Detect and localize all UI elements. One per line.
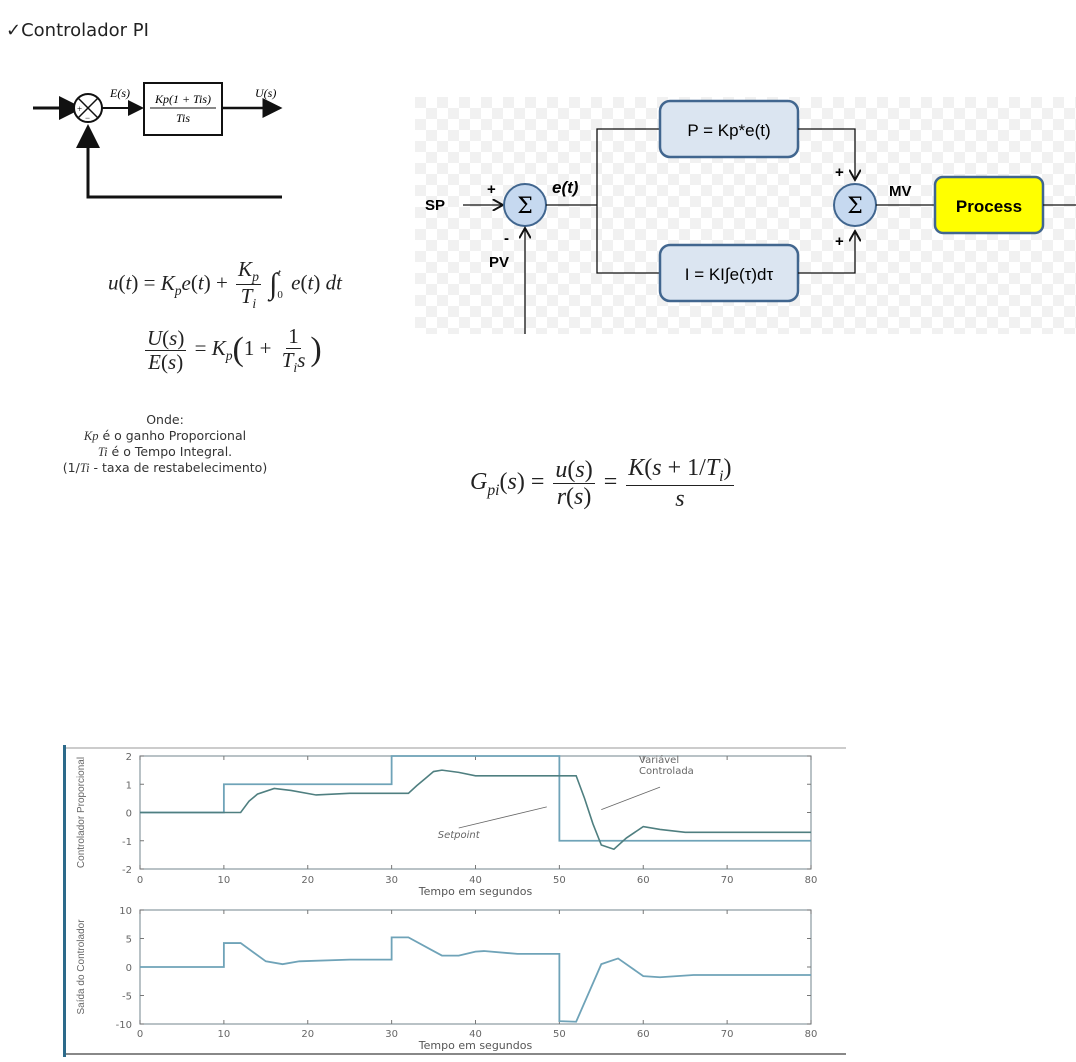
y-tick-label: -5 <box>122 992 132 1003</box>
x-tick-label: 60 <box>637 875 650 886</box>
x-axis-label: Tempo em segundos <box>418 885 533 898</box>
x-tick-label: 50 <box>553 1029 566 1040</box>
x-tick-label: 60 <box>637 1029 650 1040</box>
note-kp: Kp é o ganho Proporcional <box>83 428 247 443</box>
x-tick-label: 20 <box>301 875 314 886</box>
feedback-path <box>76 124 282 199</box>
y-axis-label: Controlador Proporcional <box>76 757 87 868</box>
i-block-label: I = KI∫e(τ)dτ <box>685 265 774 284</box>
definitions-note: Onde: Kp é o ganho Proporcional Ti é o T… <box>40 412 290 476</box>
annotation-controlled-variable: Variável <box>639 754 679 766</box>
error-label: E(s) <box>109 86 130 100</box>
x-tick-label: 80 <box>805 875 818 886</box>
y-tick-label: 10 <box>119 906 132 917</box>
pi-loop-block-diagram: + − E(s) Kp(1 + Tis) Tis U(s) <box>33 82 283 199</box>
x-tick-label: 30 <box>385 875 398 886</box>
y-tick-label: -10 <box>116 1020 132 1031</box>
y-tick-label: 1 <box>126 780 132 791</box>
x-tick-label: 40 <box>469 1029 482 1040</box>
minus-sign: - <box>504 230 509 247</box>
annotation-controlled-variable: Controlada <box>639 766 694 777</box>
x-tick-label: 0 <box>137 1029 143 1040</box>
series-line-sa-da-do-controlador <box>140 936 811 1023</box>
y-tick-label: 5 <box>126 935 132 946</box>
slide-title: ✓Controlador PI <box>6 20 149 41</box>
x-tick-label: 20 <box>301 1029 314 1040</box>
x-tick-label: 70 <box>721 1029 734 1040</box>
plus-sign: + <box>77 104 82 114</box>
minus-sign: − <box>85 113 90 123</box>
y-tick-label: -1 <box>122 837 132 848</box>
x-axis-label: Tempo em segundos <box>418 1039 533 1052</box>
x-tick-label: 70 <box>721 875 734 886</box>
tf-denominator: Tis <box>176 111 190 125</box>
gpi-equation: Gpi(s) = u(s)r(s) = K(s + 1/Ti)s <box>470 455 734 512</box>
transfer-function-block <box>143 82 223 136</box>
annotation-arrow <box>458 806 547 829</box>
series-line-setpoint <box>140 755 811 842</box>
title-text: Controlador PI <box>21 20 149 41</box>
series-line-vari-vel-controlada <box>140 769 811 851</box>
x-tick-label: 40 <box>469 875 482 886</box>
plus-sign-i: + <box>835 233 844 250</box>
y-axis-label: Saída do Controlador <box>76 919 87 1015</box>
sigma-icon: Σ <box>517 194 533 219</box>
sigma-icon: Σ <box>847 194 863 219</box>
y-tick-label: 0 <box>126 963 132 974</box>
x-tick-label: 80 <box>805 1029 818 1040</box>
p-block-label: P = Kp*e(t) <box>687 121 770 140</box>
x-tick-label: 0 <box>137 875 143 886</box>
pi-parallel-diagram: SP + Σ - PV e(t) P = Kp*e(t) I = KI∫e(τ)… <box>415 97 1076 334</box>
sp-label: SP <box>425 197 445 214</box>
x-tick-label: 10 <box>218 875 231 886</box>
output-label: U(s) <box>255 86 276 100</box>
annotation-setpoint: Setpoint <box>438 830 481 841</box>
error-label: e(t) <box>552 178 579 197</box>
note-heading: Onde: <box>146 412 184 427</box>
x-tick-label: 10 <box>218 1029 231 1040</box>
note-reset-rate: (1/Ti - taxa de restabelecimento) <box>62 460 268 475</box>
plot-frame <box>139 909 812 1025</box>
check-icon: ✓ <box>6 20 22 41</box>
x-tick-label: 30 <box>385 1029 398 1040</box>
plus-sign-p: + <box>835 164 844 181</box>
x-tick-label: 50 <box>553 875 566 886</box>
mv-label: MV <box>889 183 912 200</box>
pv-label: PV <box>489 254 509 271</box>
annotation-arrow <box>601 786 661 811</box>
process-label: Process <box>956 197 1022 216</box>
y-tick-label: 0 <box>126 809 132 820</box>
note-ti: Ti é o Tempo Integral. <box>97 444 233 459</box>
y-tick-label: 2 <box>126 752 132 763</box>
plus-sign: + <box>487 181 496 198</box>
y-tick-label: -2 <box>122 865 132 876</box>
tf-numerator: Kp(1 + Tis) <box>154 92 211 106</box>
